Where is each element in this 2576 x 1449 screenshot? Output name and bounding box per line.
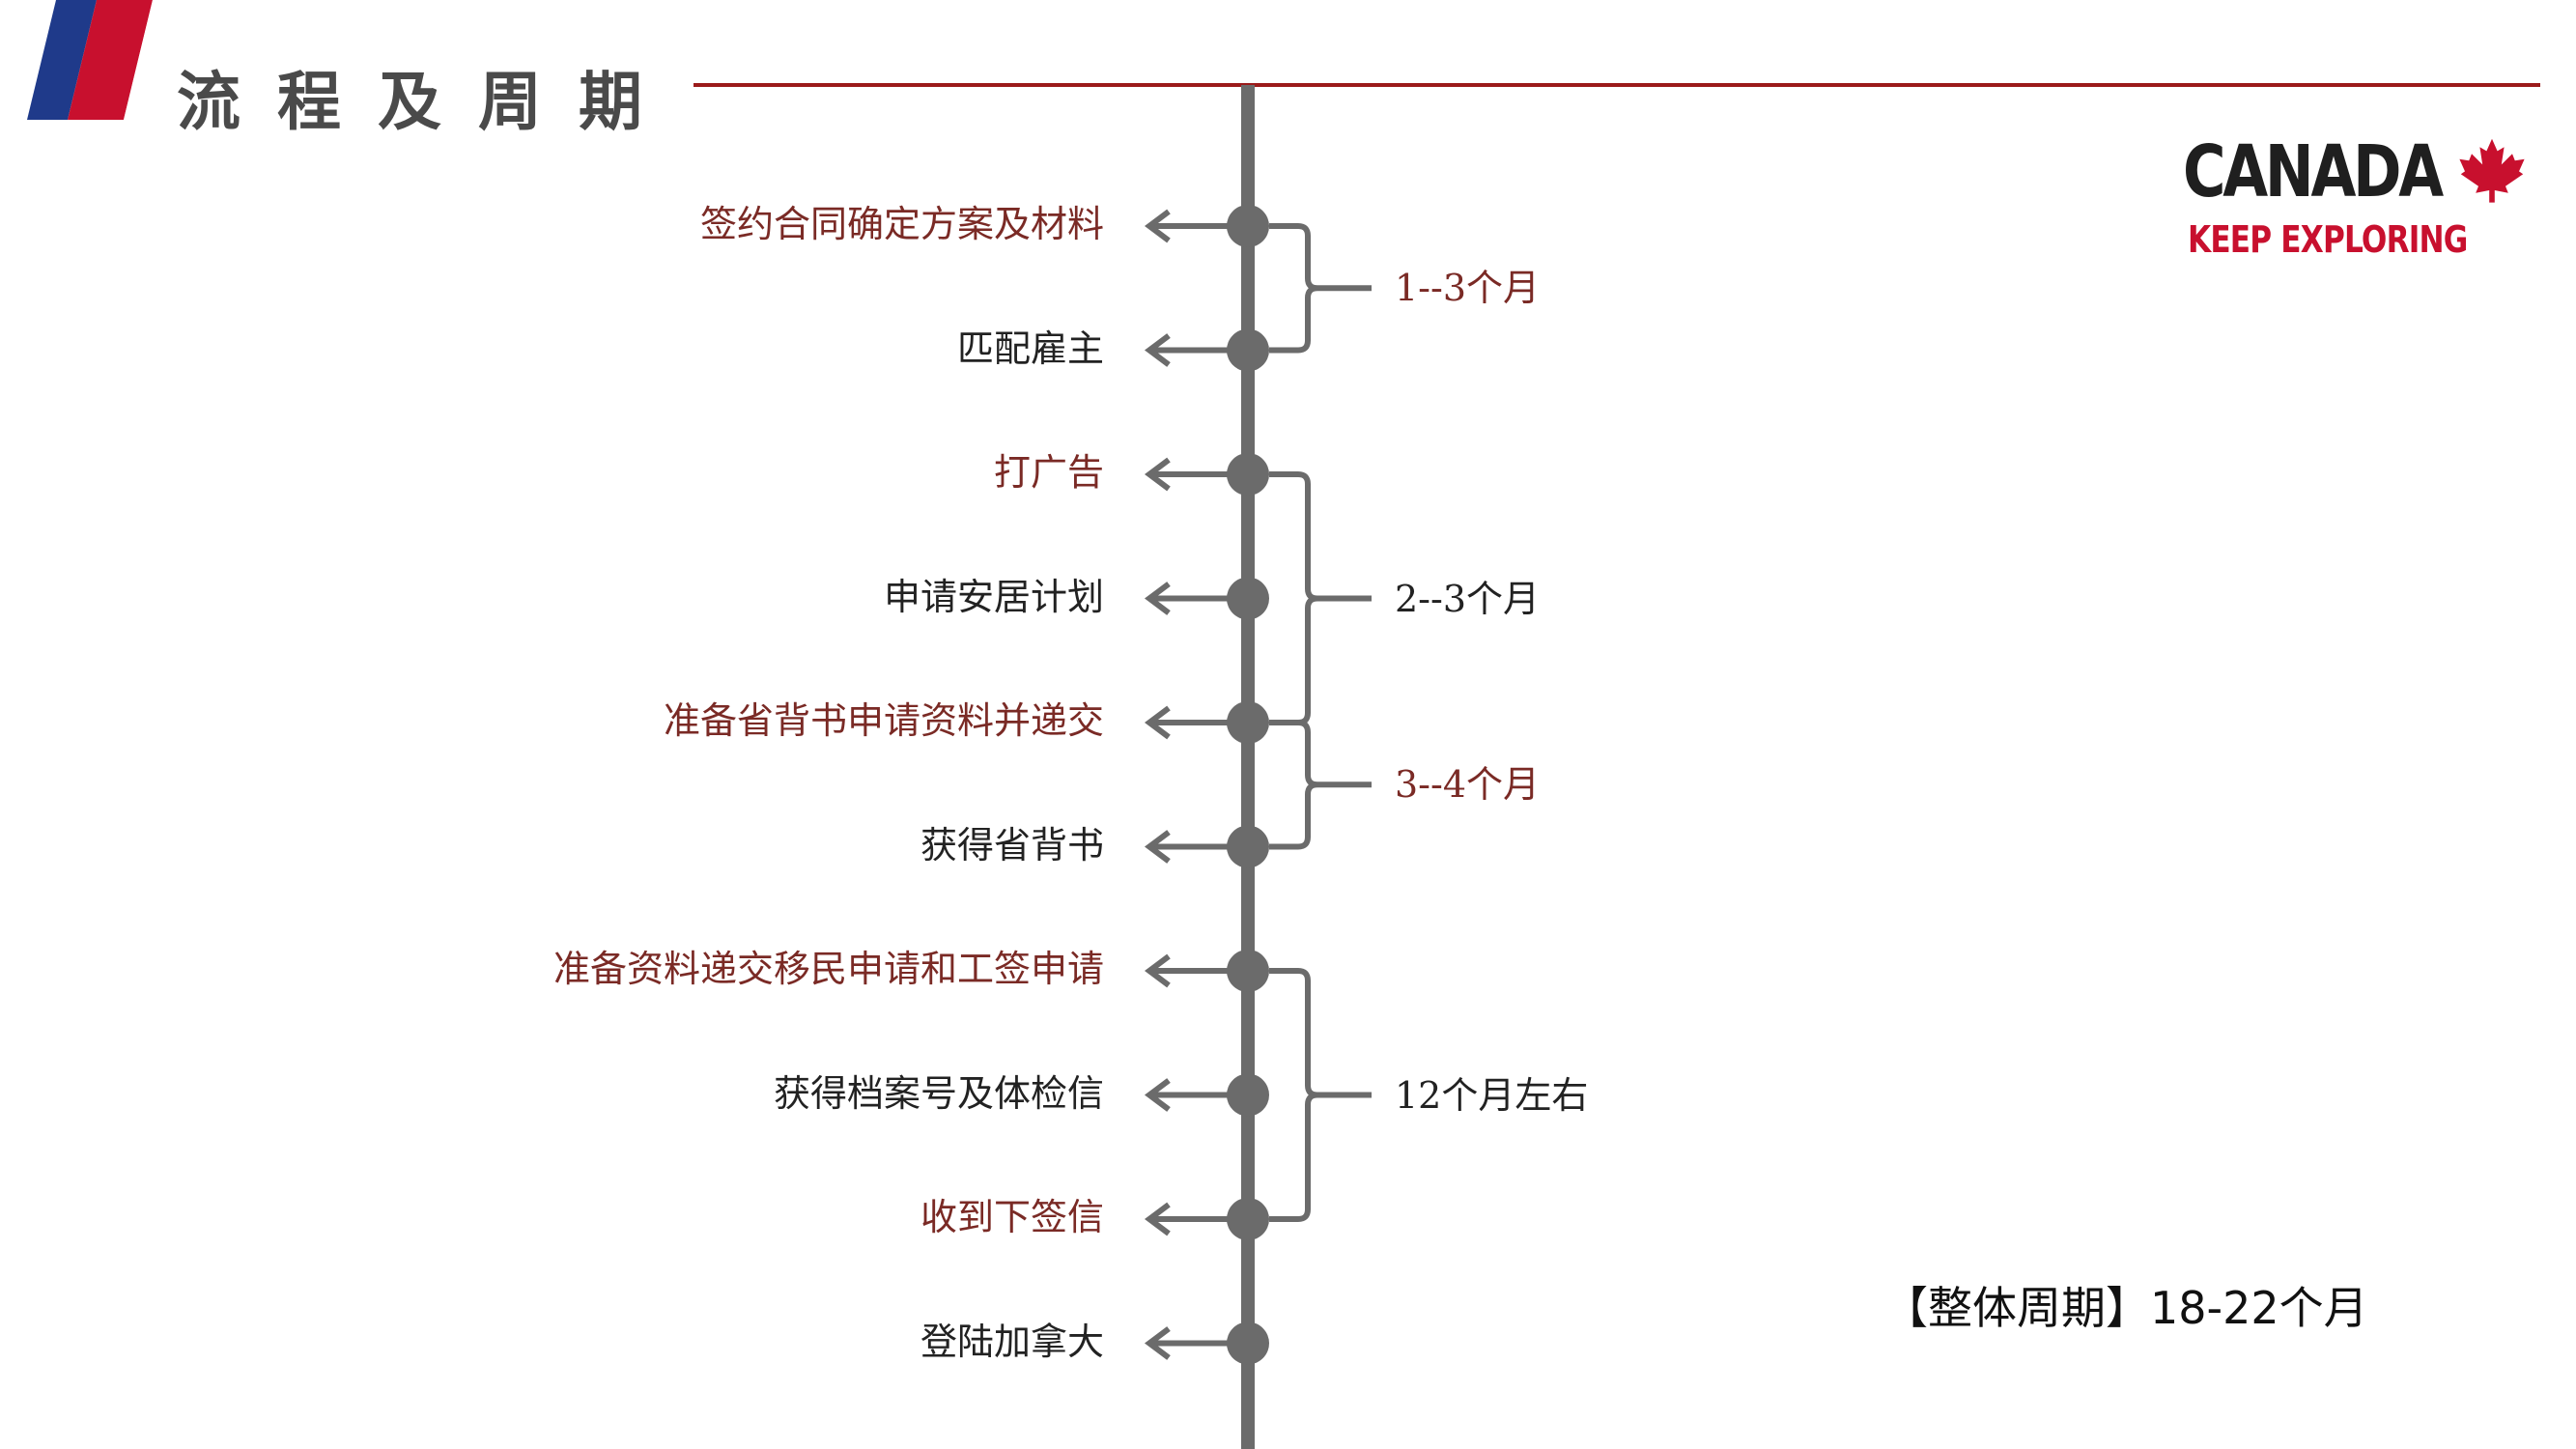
step-node <box>1227 825 1269 868</box>
arrow-head-icon <box>1145 209 1171 243</box>
brand-wordmark: CANADA <box>2183 130 2444 213</box>
duration-label: 3--4个月 <box>1395 763 1541 807</box>
step-node <box>1227 453 1269 496</box>
arrow-head-icon <box>1145 705 1171 740</box>
arrow-head-icon <box>1145 1078 1171 1112</box>
step-label: 获得省背书 <box>920 823 1104 867</box>
step-label: 匹配雇主 <box>956 327 1104 370</box>
duration-bracket <box>1269 471 1372 725</box>
duration-label: 2--3个月 <box>1395 577 1541 620</box>
brand-logo: CANADA KEEP EXPLORING <box>2183 133 2540 264</box>
timeline-step <box>1145 453 1269 496</box>
timeline-step <box>1145 1321 1269 1365</box>
timeline-step <box>1145 950 1269 992</box>
arrow-head-icon <box>1145 953 1171 988</box>
timeline-step <box>1145 701 1269 744</box>
step-label: 准备资料递交移民申请和工签申请 <box>552 948 1104 990</box>
timeline-step <box>1145 1198 1269 1240</box>
duration-bracket <box>1269 223 1372 354</box>
arrow-head-icon <box>1145 333 1171 367</box>
arrow-head-icon <box>1145 1326 1171 1360</box>
bracket-line <box>1269 223 1372 354</box>
duration-bracket <box>1269 720 1372 850</box>
step-node <box>1227 1073 1269 1117</box>
step-label: 获得档案号及体检信 <box>773 1071 1104 1115</box>
step-label: 打广告 <box>993 451 1104 494</box>
timeline-step <box>1145 328 1269 372</box>
step-label: 准备省背书申请资料并递交 <box>663 699 1104 742</box>
maple-leaf-icon <box>2459 138 2525 203</box>
timeline-step <box>1145 577 1269 620</box>
total-period: 【整体周期】18-22个月 <box>1883 1282 2368 1334</box>
step-node <box>1227 328 1269 372</box>
bracket-line <box>1269 720 1372 850</box>
timeline-step <box>1145 205 1269 247</box>
step-node <box>1227 205 1269 247</box>
bracket-line <box>1269 968 1372 1222</box>
duration-bracket <box>1269 968 1372 1222</box>
duration-label: 12个月左右 <box>1395 1073 1589 1117</box>
step-node <box>1227 701 1269 744</box>
step-node <box>1227 1321 1269 1365</box>
step-label: 登陆加拿大 <box>920 1320 1104 1363</box>
page-title: 流程及周期 <box>177 65 679 139</box>
timeline-step <box>1145 1073 1269 1117</box>
header-stripes <box>27 0 172 120</box>
step-label: 收到下签信 <box>920 1196 1104 1238</box>
step-node <box>1227 577 1269 620</box>
timeline-axis <box>1241 85 1255 1449</box>
bracket-line <box>1269 471 1372 725</box>
step-node <box>1227 1198 1269 1240</box>
arrow-head-icon <box>1145 1202 1171 1236</box>
arrow-head-icon <box>1145 830 1171 864</box>
step-label: 签约合同确定方案及材料 <box>699 203 1104 245</box>
brand-tagline: KEEP EXPLORING <box>2188 218 2468 261</box>
timeline-step <box>1145 825 1269 868</box>
arrow-head-icon <box>1145 582 1171 615</box>
header-divider <box>694 83 2540 87</box>
step-node <box>1227 950 1269 992</box>
arrow-head-icon <box>1145 457 1171 492</box>
step-label: 申请安居计划 <box>883 575 1104 618</box>
duration-label: 1--3个月 <box>1395 267 1541 310</box>
